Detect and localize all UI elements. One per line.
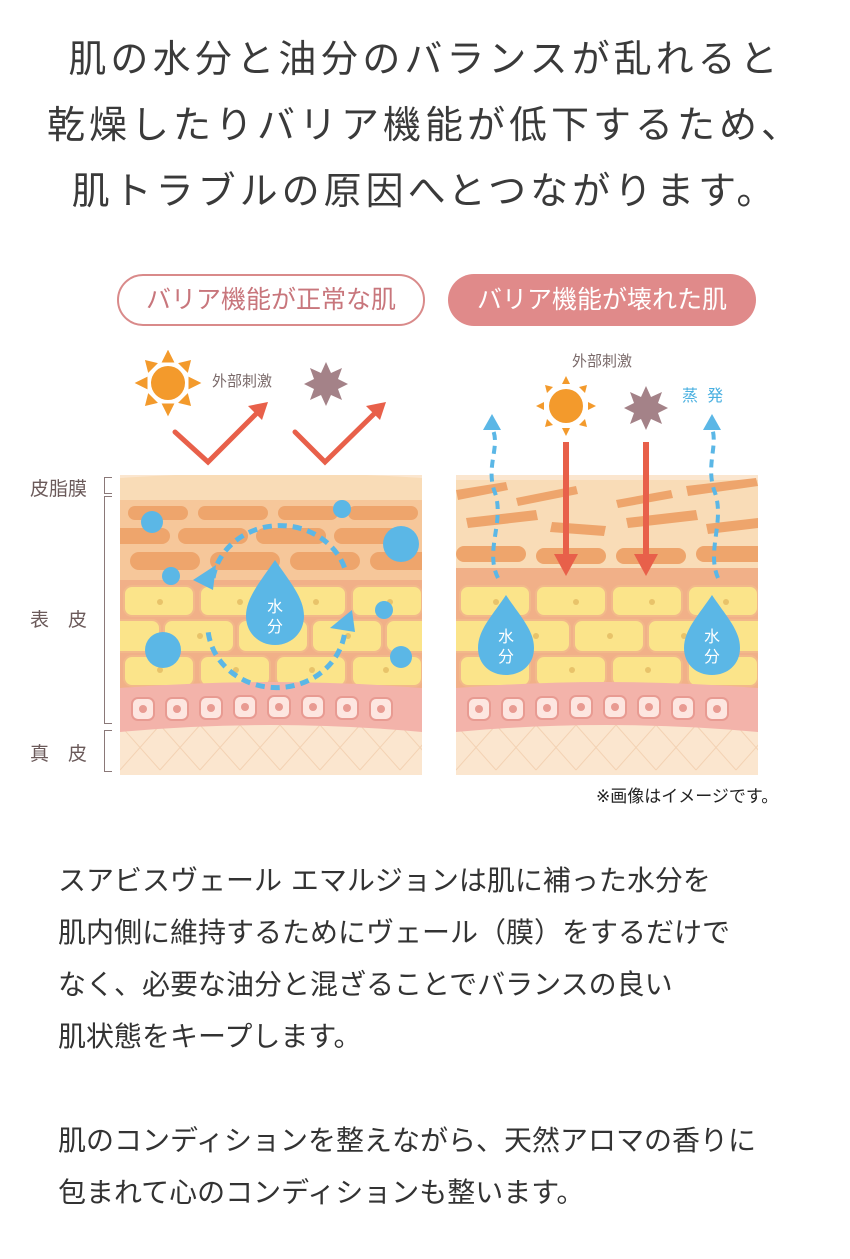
right-stimulus-label: 外部刺激: [572, 352, 633, 370]
penetration-arrow-1-head: [554, 554, 578, 576]
irritant-icon: [624, 386, 668, 430]
reflect-arrow-1: [172, 407, 263, 466]
water-drop-right-2-text-1: 水: [704, 627, 720, 646]
paragraph-gap: [58, 1063, 818, 1115]
water-drop-left-text-2: 分: [267, 617, 283, 636]
description: スアビスヴェール エマルジョンは肌に補った水分を 肌内側に維持するためにヴェール…: [58, 855, 818, 1219]
description-p2-line-1: 肌のコンディションを整えながら、天然アロマの香りに: [58, 1124, 757, 1157]
description-p1-line-4: 肌状態をキープします。: [58, 1020, 362, 1053]
layer-label-epidermis: 表 皮: [30, 609, 88, 631]
headline-line-1: 肌の水分と油分のバランスが乱れると: [68, 37, 782, 81]
bracket-sebum: [104, 477, 112, 494]
water-drop-left: [246, 560, 304, 645]
water-drop-right-1-text-1: 水: [498, 627, 514, 646]
description-p1-line-3: なく、必要な油分と混ざることでバランスの良い: [58, 968, 673, 1001]
reflect-arrow-2-head: [366, 402, 386, 420]
layer-label-dermis: 真 皮: [30, 743, 88, 765]
evaporation-arrow-head-1: [483, 414, 501, 430]
bracket-dermis: [104, 730, 112, 772]
description-p2-line-2: 包まれて心のコンディションも整います。: [58, 1176, 585, 1209]
label-normal-skin: バリア機能が正常な肌: [117, 274, 425, 326]
circulation-arrow-head-1: [193, 565, 216, 590]
headline: 肌の水分と油分のバランスが乱れると 乾燥したりバリア機能が低下するため、 肌トラ…: [0, 26, 850, 224]
description-p1-line-2: 肌内側に維持するためにヴェール（膜）をするだけで: [58, 916, 731, 949]
layer-label-sebum: 皮脂膜: [30, 478, 88, 500]
water-drop-left-text-1: 水: [267, 597, 283, 616]
water-drop-right-1: [478, 595, 534, 675]
evaporation-label: 蒸 発: [682, 386, 726, 405]
image-note: ※画像はイメージです。: [596, 787, 779, 807]
sun-icon: [536, 376, 596, 436]
label-broken-skin: バリア機能が壊れた肌: [448, 274, 756, 326]
normal-skin-diagram: 水 分: [120, 350, 422, 775]
headline-line-2: 乾燥したりバリア機能が低下するため、: [46, 103, 803, 147]
water-drop-right-1-text-2: 分: [498, 647, 514, 666]
evaporation-arrow-head-2: [703, 414, 721, 430]
bracket-epidermis: [104, 496, 112, 724]
sun-icon: [134, 350, 202, 417]
broken-skin-diagram: 水 分 水 分: [456, 376, 758, 775]
circulation-arrow-head-2: [330, 610, 355, 632]
irritant-icon: [304, 362, 348, 406]
penetration-arrow-2-head: [634, 554, 658, 576]
reflect-arrow-1-head: [248, 402, 268, 420]
water-drop-right-2-text-2: 分: [704, 647, 720, 666]
reflect-arrow-2: [292, 407, 381, 466]
headline-line-3: 肌トラブルの原因へとつながります。: [71, 169, 779, 213]
left-stimulus-label: 外部刺激: [212, 372, 273, 390]
description-p1-line-1: スアビスヴェール エマルジョンは肌に補った水分を: [58, 864, 711, 897]
water-drop-right-2: [684, 595, 740, 675]
